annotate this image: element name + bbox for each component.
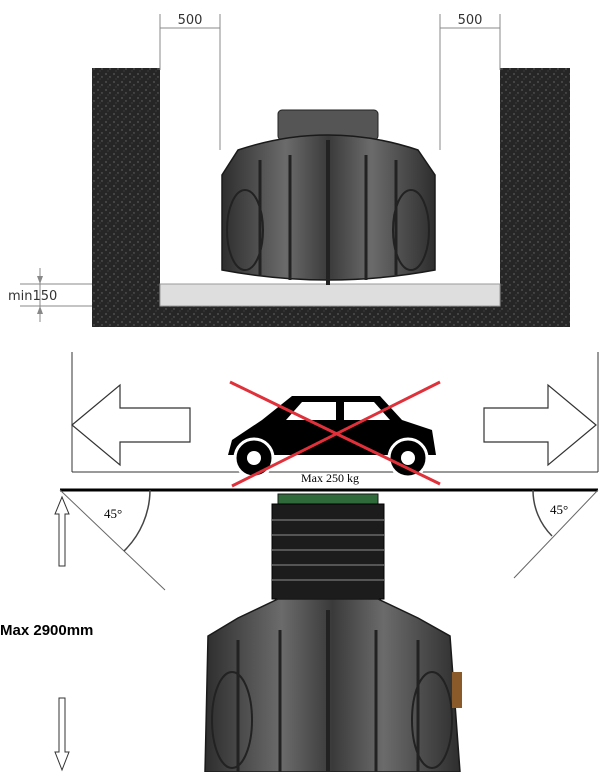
clearance-left-dimension: 500: [159, 13, 221, 150]
angle-left-label: 45°: [104, 506, 122, 521]
angle-right: 45°: [513, 489, 599, 579]
tank-body: [204, 598, 462, 772]
angle-right-label: 45°: [550, 502, 568, 517]
arrow-up-icon: [54, 495, 70, 567]
base-thickness-dimension: min150: [8, 268, 92, 322]
arrow-down-icon: [54, 697, 70, 772]
cross-out-icon: [229, 380, 441, 488]
tank-neck: [271, 493, 385, 600]
excavation-section: [92, 68, 570, 327]
load-limit-label: Max 250 kg: [301, 471, 359, 485]
clearance-right-label: 500: [458, 13, 483, 28]
base-thickness-label: min150: [8, 289, 57, 304]
soil-mass: [92, 68, 570, 327]
clearance-right-dimension: 500: [439, 13, 501, 150]
arrow-left-icon: [71, 383, 191, 467]
max-depth-label: Max 2900mm: [0, 622, 94, 639]
base-slab: [159, 283, 501, 307]
angle-left: 45°: [59, 489, 166, 591]
clearance-left-label: 500: [178, 13, 203, 28]
tank-top: [221, 109, 436, 285]
arrow-right-icon: [483, 383, 597, 467]
